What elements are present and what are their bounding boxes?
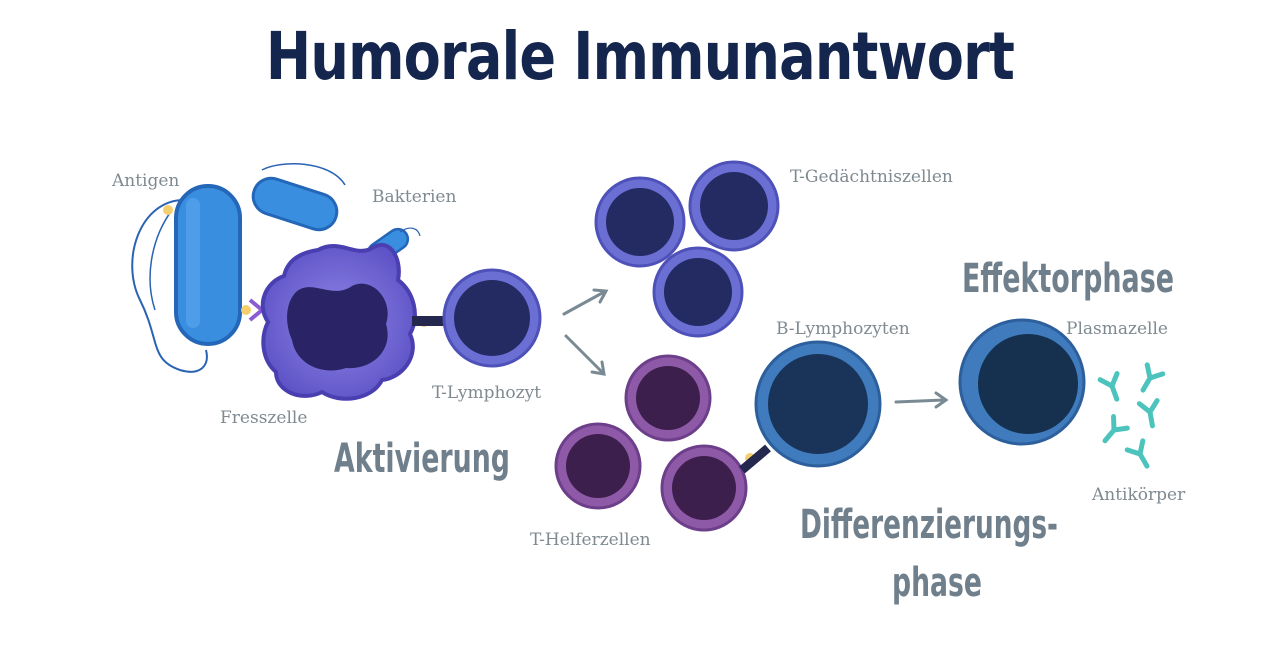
antibody-icon xyxy=(1140,362,1166,393)
antigen-dot xyxy=(241,305,251,315)
phase-effektorphase: Effektorphase xyxy=(962,256,1174,302)
label-t-gedaechtniszellen: T-Gedächtniszellen xyxy=(790,167,953,187)
t-helper-cell xyxy=(660,444,748,532)
arrow-to-plasma xyxy=(894,391,949,409)
phase-differenzierung-line1: Differenzierungs- xyxy=(800,502,1058,548)
label-antigen: Antigen xyxy=(111,171,179,191)
label-antikoerper: Antikörper xyxy=(1091,485,1186,505)
label-b-lymphozyten: B-Lymphozyten xyxy=(776,319,910,339)
bacterium-small-top xyxy=(251,163,346,232)
label-fresszelle: Fresszelle xyxy=(220,408,307,428)
cell-connector xyxy=(412,316,446,326)
label-t-helferzellen: T-Helferzellen xyxy=(530,530,651,550)
phase-differenzierung-line2: phase xyxy=(892,560,982,606)
arrow-to-memory xyxy=(562,288,609,316)
label-bakterien: Bakterien xyxy=(372,187,456,207)
plasma-cell xyxy=(958,318,1086,446)
label-plasmazelle: Plasmazelle xyxy=(1066,319,1168,339)
phagocyte-cell xyxy=(260,243,417,401)
phase-aktivierung: Aktivierung xyxy=(334,436,510,482)
antigen-dot xyxy=(163,205,173,215)
antibody-icon xyxy=(1102,414,1130,444)
t-memory-cell xyxy=(652,246,744,338)
t-helper-cell xyxy=(554,422,642,510)
arrow-to-helper xyxy=(564,334,606,376)
label-t-lymphozyt: T-Lymphozyt xyxy=(432,383,541,403)
diagram-title: Humorale Immunantwort xyxy=(265,18,1015,95)
t-memory-cell xyxy=(688,160,780,252)
antibody-icon xyxy=(1124,438,1150,469)
b-lymphocyte-cell xyxy=(754,340,882,468)
cell-connector xyxy=(739,444,771,474)
bacterium-large xyxy=(131,184,242,373)
t-lymphocyte-cell xyxy=(442,268,542,368)
t-memory-cell xyxy=(594,176,686,268)
t-helper-cell xyxy=(624,354,712,442)
antibody-icon xyxy=(1136,398,1160,429)
antibody-icon xyxy=(1097,371,1120,402)
antibody-group xyxy=(1097,362,1166,469)
